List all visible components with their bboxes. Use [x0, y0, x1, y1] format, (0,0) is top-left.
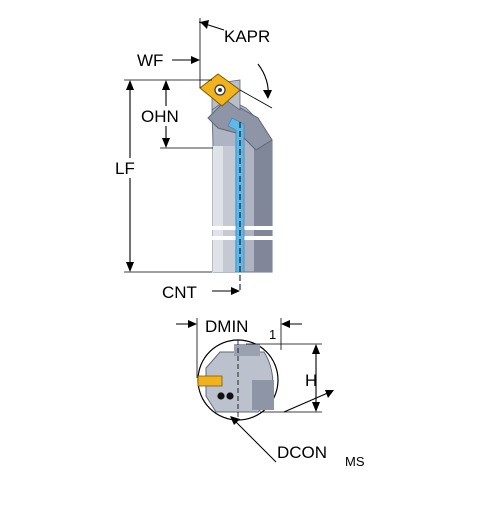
- length-dimensions: LF OHN: [114, 79, 213, 273]
- end-view-top-flat: [234, 344, 260, 356]
- lf-label: LF: [115, 159, 135, 178]
- shank-shadow: [254, 140, 272, 272]
- insert-screw-center: [218, 88, 222, 92]
- end-view-shadow: [252, 380, 274, 410]
- wf-label: WF: [137, 51, 163, 70]
- dcon-label: DCON: [277, 443, 327, 462]
- ohn-label: OHN: [141, 107, 179, 126]
- coolant-hole-left: [217, 392, 225, 400]
- ohn-arrowhead-top: [162, 80, 170, 90]
- shank-mid: [223, 146, 235, 272]
- wf-dimension: WF: [137, 18, 201, 88]
- lf-label-bg: [114, 158, 140, 178]
- dcon-arrowhead-lower: [230, 416, 240, 425]
- h-dimension: H: [246, 343, 322, 413]
- dcon-leader-upper: [283, 391, 331, 413]
- h-arrowhead-top: [312, 344, 320, 354]
- kapr-edge-line: [239, 89, 273, 109]
- shank-highlight: [213, 146, 223, 272]
- kapr-label: KAPR: [224, 27, 270, 46]
- cnt-dimension: CNT: [162, 283, 240, 302]
- h-label: H: [305, 371, 317, 390]
- wf-arrowhead: [191, 56, 200, 64]
- holder-end-view: [197, 339, 279, 421]
- cnt-label: CNT: [162, 283, 197, 302]
- dmin-arrowhead-left: [188, 320, 197, 328]
- lf-arrowhead-bottom: [126, 262, 134, 272]
- ohn-arrowhead-bottom: [162, 138, 170, 148]
- dcon-arrowhead-upper: [325, 390, 334, 398]
- kapr-arrowhead-arc: [263, 90, 272, 99]
- dmin-dimension: DMIN 1: [176, 317, 302, 378]
- dmin-subscript: 1: [269, 327, 276, 342]
- dcon-subscript: MS: [345, 454, 365, 469]
- lf-arrowhead-top: [126, 80, 134, 90]
- dmin-arrowhead-right: [281, 320, 290, 328]
- cnt-arrowhead: [231, 287, 240, 295]
- ohn-label-bg: [140, 106, 192, 126]
- dcon-dimension: DCON MS: [230, 390, 365, 469]
- kapr-dimension: KAPR: [198, 20, 273, 109]
- kapr-arrowhead-left: [200, 20, 209, 29]
- tool-holder-side-view: [199, 73, 278, 290]
- h-arrowhead-bottom: [312, 402, 320, 412]
- dcon-leader: [231, 417, 277, 463]
- coolant-hole-right: [226, 392, 234, 400]
- dmin-label: DMIN: [205, 317, 248, 336]
- end-view-insert: [197, 375, 223, 387]
